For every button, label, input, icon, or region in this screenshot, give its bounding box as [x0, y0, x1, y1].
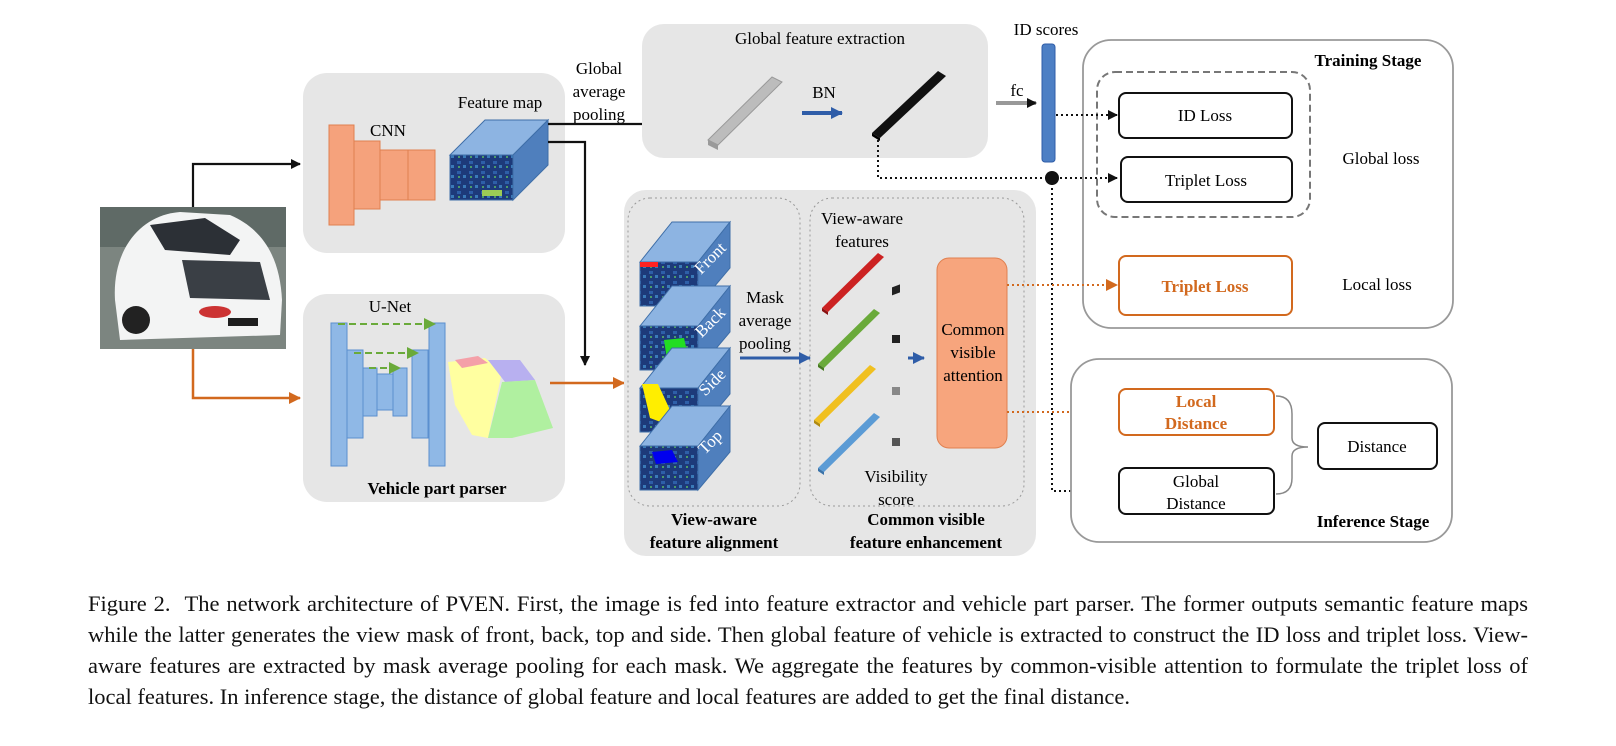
inference-stage-label: Inference Stage: [1317, 512, 1430, 531]
svg-text:Common: Common: [941, 320, 1005, 339]
svg-text:average: average: [739, 311, 792, 330]
svg-text:Distance: Distance: [1165, 414, 1228, 433]
map-label: Mask average pooling: [739, 288, 792, 353]
svg-text:score: score: [878, 490, 914, 509]
distance-brace: [1275, 395, 1309, 495]
training-stage-label: Training Stage: [1315, 51, 1422, 70]
svg-text:attention: attention: [943, 366, 1003, 385]
svg-text:visible: visible: [950, 343, 995, 362]
arrow-fmap-to-alignment: [548, 140, 590, 366]
unet-block: [330, 318, 446, 467]
input-vehicle-image: [100, 207, 286, 349]
id-loss-label: ID Loss: [1178, 106, 1232, 125]
cnn-label: CNN: [370, 121, 406, 140]
alignment-label: View-aware feature alignment: [650, 510, 779, 552]
common-visible-attention-box: [936, 257, 1008, 449]
enhancement-inner-box: [809, 197, 1025, 507]
parser-label: Vehicle part parser: [367, 479, 507, 498]
svg-text:features: features: [835, 232, 889, 251]
enhancement-label: Common visible feature enhancement: [850, 510, 1003, 552]
global-extraction-label: Global feature extraction: [735, 29, 905, 48]
unet-label: U-Net: [369, 297, 412, 316]
svg-text:View-aware: View-aware: [821, 209, 903, 228]
feature-bar-back: [818, 309, 880, 371]
svg-text:average: average: [573, 82, 626, 101]
svg-text:pooling: pooling: [573, 105, 625, 124]
global-distance-box: [1118, 467, 1275, 515]
id-loss-box: [1118, 92, 1293, 139]
part-mask: [448, 356, 553, 438]
local-distance-label: Local Distance: [1165, 392, 1228, 433]
svg-text:Global: Global: [1173, 472, 1220, 491]
distance-box: [1317, 422, 1438, 470]
view-cube-top: Top: [638, 404, 732, 492]
global-distance-label: Global Distance: [1166, 472, 1225, 513]
caption-label: Figure 2.: [88, 591, 171, 616]
visibility-score-cubes: [892, 284, 900, 446]
figure-caption: Figure 2.The network architecture of PVE…: [88, 588, 1528, 712]
attention-label: Common visible attention: [941, 320, 1005, 385]
caption-text: The network architecture of PVEN. First,…: [88, 591, 1528, 709]
id-scores-bar: [1041, 43, 1056, 163]
fc-label: fc: [1010, 81, 1024, 100]
alignment-inner-box: [627, 197, 801, 507]
distance-label: Distance: [1347, 437, 1406, 456]
feature-bar-top: [818, 413, 880, 475]
local-branch-panel: [624, 190, 1036, 556]
bn-label: BN: [812, 83, 836, 102]
triplet-loss-label: Triplet Loss: [1165, 171, 1247, 190]
svg-text:View-aware: View-aware: [671, 510, 757, 529]
view-aware-features-label: View-aware features: [821, 209, 903, 251]
local-loss-label: Local loss: [1342, 275, 1411, 294]
global-loss-group: [1096, 71, 1311, 218]
svg-text:Mask: Mask: [746, 288, 784, 307]
feature-bar-front: [822, 253, 884, 315]
triplet-loss-box: [1120, 156, 1293, 203]
arrow-image-to-cnn: [191, 159, 301, 207]
svg-text:Common visible: Common visible: [867, 510, 985, 529]
svg-text:Local: Local: [1176, 392, 1217, 411]
architecture-diagram: CNN Feature map Global average pooling U…: [100, 20, 1454, 556]
svg-text:Distance: Distance: [1166, 494, 1225, 513]
feature-bar-side: [814, 365, 876, 427]
svg-text:feature alignment: feature alignment: [650, 533, 779, 552]
arrow-image-to-parser: [191, 349, 301, 404]
svg-text:pooling: pooling: [739, 334, 791, 353]
visibility-score-label: Visibility score: [864, 467, 928, 509]
global-loss-label: Global loss: [1343, 149, 1420, 168]
svg-text:feature enhancement: feature enhancement: [850, 533, 1003, 552]
cnn-block: [328, 124, 436, 226]
normalized-feature-bar: [872, 71, 946, 141]
feature-map-cube: [448, 118, 550, 202]
local-distance-box: [1118, 388, 1275, 436]
id-scores-label: ID scores: [1014, 20, 1079, 39]
feature-map-label: Feature map: [458, 93, 543, 112]
svg-text:Visibility: Visibility: [864, 467, 928, 486]
pooled-feature-bar: [707, 76, 783, 150]
gap-label: Global average pooling: [573, 59, 626, 124]
local-triplet-loss-box: [1118, 255, 1293, 316]
svg-text:Global: Global: [576, 59, 623, 78]
local-triplet-loss-label: Triplet Loss: [1161, 277, 1248, 296]
